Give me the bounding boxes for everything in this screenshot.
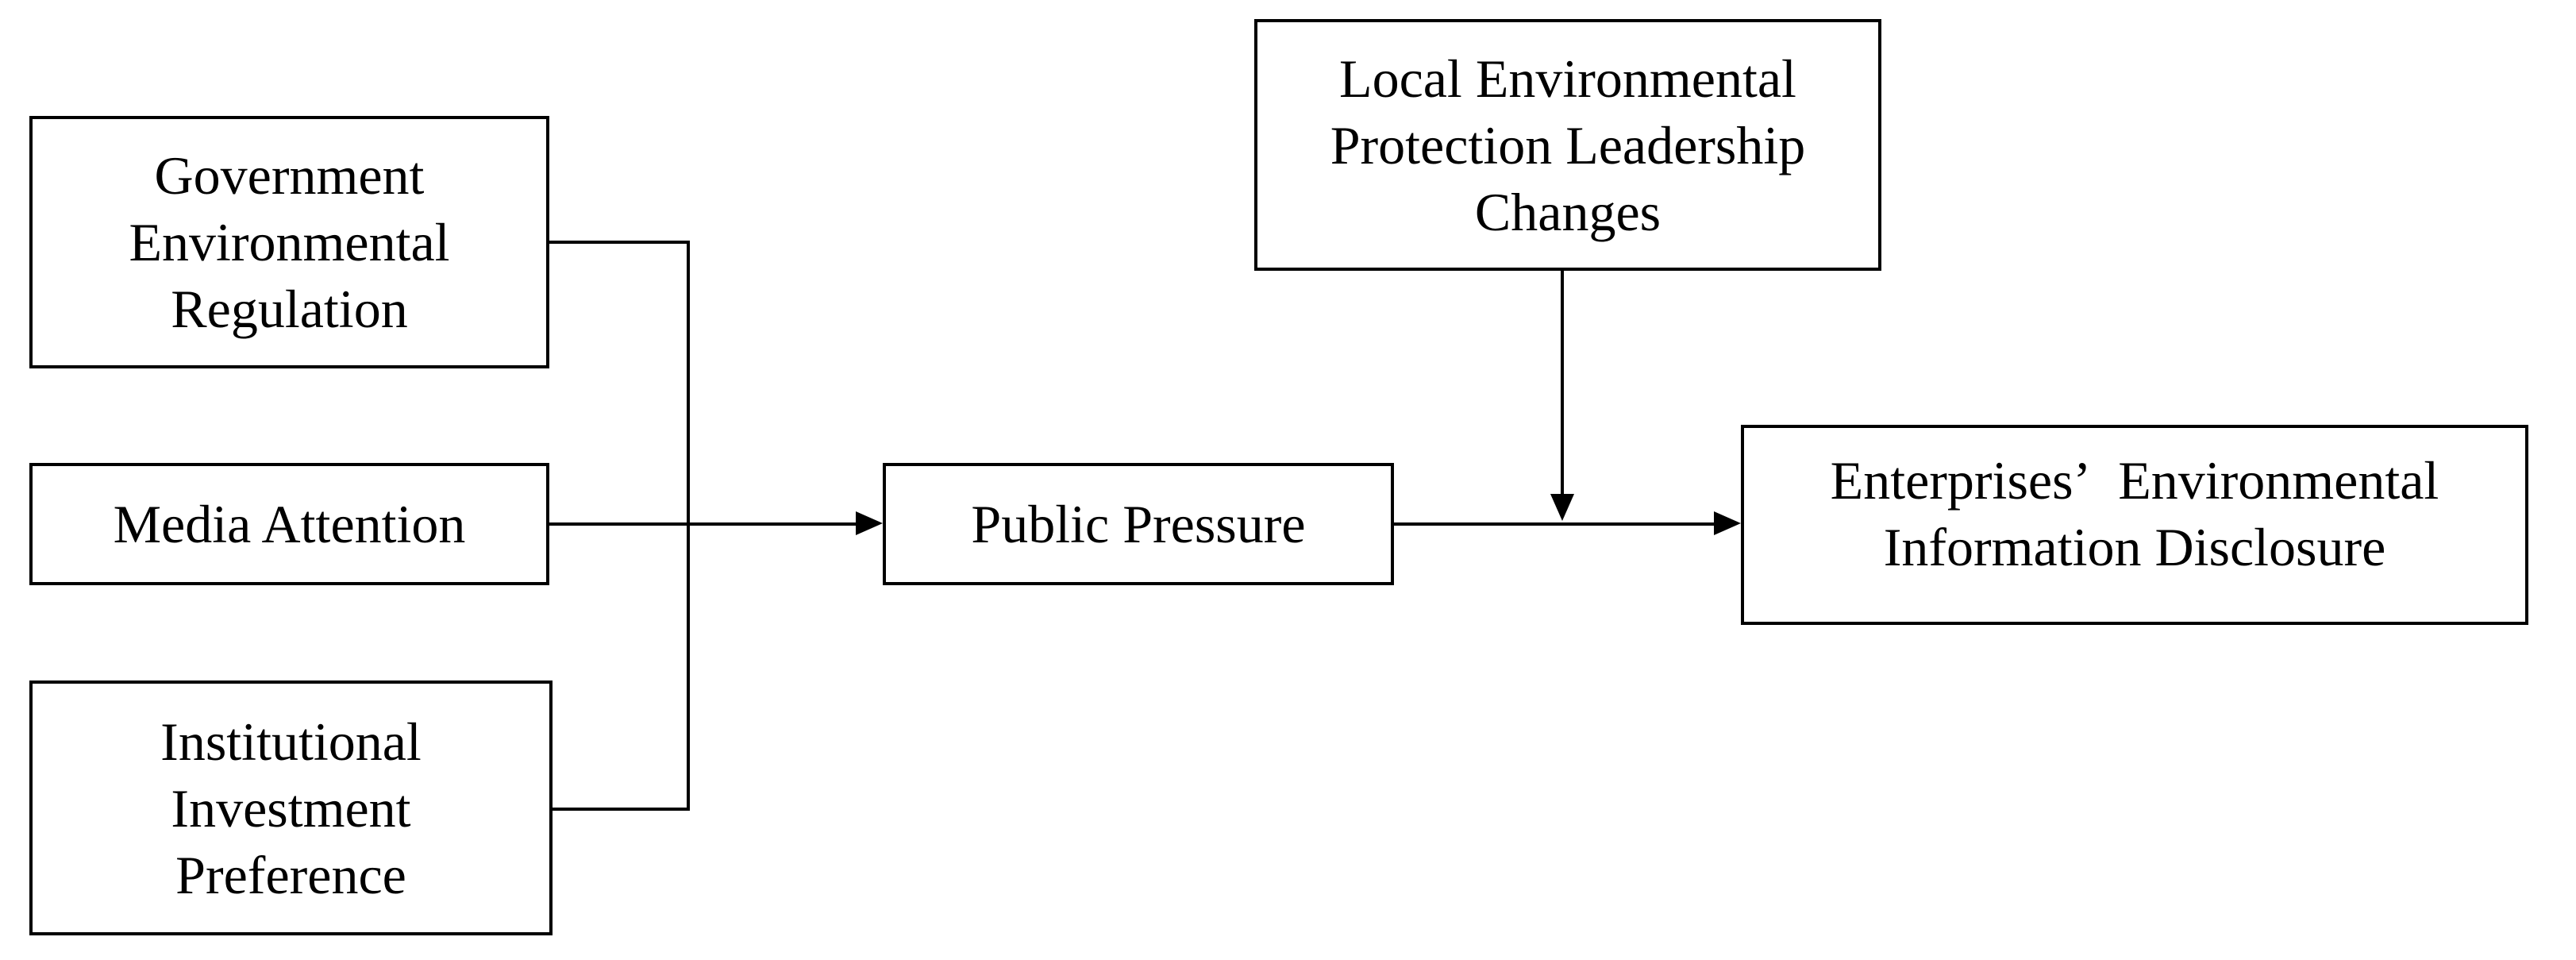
arrowhead-into-public-pressure-icon [856, 511, 883, 535]
arrowhead-onto-main-path-icon [1550, 494, 1574, 521]
box-public-pressure: Public Pressure [883, 463, 1394, 585]
box-label-line: Regulation [171, 279, 408, 339]
box-label-line: Enterprises’ Environmental [1830, 450, 2439, 511]
box-enterprises-environmental-information-disclosure: Enterprises’ Environmental Information D… [1741, 425, 2528, 625]
box-label-line: Protection Leadership [1330, 114, 1806, 175]
box-label-line: Investment [171, 777, 411, 839]
arrowhead-into-disclosure-icon [1714, 511, 1741, 535]
box-media-attention: Media Attention [29, 463, 549, 585]
box-label-line: Information Disclosure [1883, 517, 2386, 577]
box-label-line: Government [154, 145, 425, 206]
connector-junction-vertical [687, 241, 690, 811]
box-label-line: Changes [1474, 181, 1662, 242]
connector-leadership-moderator-vertical [1561, 271, 1564, 494]
connector-media-to-public-pressure [549, 522, 856, 526]
connector-public-pressure-to-disclosure [1394, 522, 1714, 526]
box-institutional-investment-preference: Institutional Investment Preference [29, 680, 553, 935]
box-label-line: Environmental [129, 212, 450, 272]
box-label-line: Preference [175, 844, 406, 905]
box-label-line: Public Pressure [971, 494, 1306, 554]
box-government-environmental-regulation: Government Environmental Regulation [29, 116, 549, 368]
box-label-line: Local Environmental [1339, 48, 1796, 109]
box-label-line: Institutional [160, 711, 422, 772]
box-label-line: Media Attention [113, 494, 466, 554]
box-local-environmental-protection-leadership-changes: Local Environmental Protection Leadershi… [1254, 19, 1881, 271]
connector-government-horizontal [549, 241, 690, 244]
connector-institutional-horizontal [553, 808, 690, 811]
